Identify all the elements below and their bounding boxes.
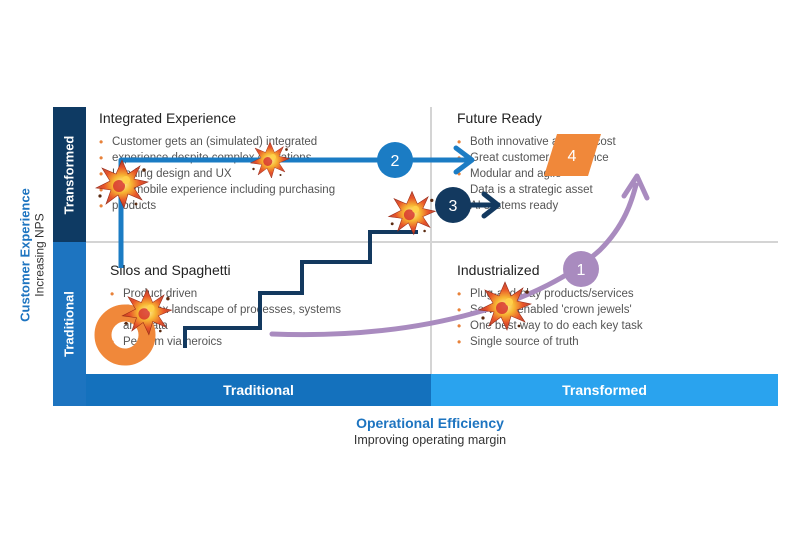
- x-axis-caption: Operational Efficiency Improving operati…: [300, 415, 560, 447]
- bullet: One best way to do each key task: [457, 318, 643, 334]
- row-label-traditional: Traditional: [61, 291, 77, 357]
- row-bar-traditional: [53, 242, 86, 406]
- y-axis-caption: Customer Experience Increasing NPS: [18, 188, 47, 322]
- bullet: Leading design and UX: [99, 166, 335, 182]
- quadrant-bullets: Product driven Complex landscape of proc…: [110, 286, 341, 350]
- quadrant-bullets: Both innovative and low cost Great custo…: [457, 134, 616, 214]
- quadrant-integrated-experience: Integrated Experience Customer gets an (…: [99, 110, 335, 214]
- row-label-transformed: Transformed: [61, 135, 77, 215]
- bullet: Modular and agile: [457, 166, 616, 182]
- y-axis-subtitle: Increasing NPS: [32, 213, 47, 297]
- bullet: products: [99, 198, 335, 214]
- bullet: experience despite complex operations: [99, 150, 335, 166]
- quadrant-title: Industrialized: [457, 262, 540, 278]
- bullet: Both innovative and low cost: [457, 134, 616, 150]
- row-bar-transformed: [53, 107, 86, 242]
- marker-2-label: 2: [391, 153, 400, 170]
- bullet: and data: [110, 318, 341, 334]
- bullet: Complex landscape of processes, systems: [110, 302, 341, 318]
- x-axis-title: Operational Efficiency: [356, 415, 504, 431]
- column-bar-transformed: Transformed: [431, 374, 778, 406]
- bullet: Services enabled 'crown jewels': [457, 302, 643, 318]
- quadrant-silos-and-spaghetti: Silos and Spaghetti Product driven Compl…: [110, 262, 341, 350]
- bullet: Data is a strategic asset: [457, 182, 616, 198]
- x-axis-subtitle: Improving operating margin: [353, 433, 507, 447]
- bullet: Product driven: [110, 286, 341, 302]
- column-label-transformed: Transformed: [562, 382, 647, 398]
- marker-2: 2: [377, 142, 413, 178]
- bullet: Customer gets an (simulated) integrated: [99, 134, 335, 150]
- bullet: AI systems ready: [457, 198, 616, 214]
- quadrant-bullets: Plug-and-play products/services Services…: [457, 286, 643, 350]
- grid-line-horizontal: [86, 241, 778, 243]
- quadrant-title: Integrated Experience: [99, 110, 236, 126]
- quadrant-industrialized: Industrialized Plug-and-play products/se…: [457, 262, 643, 350]
- quadrant-future-ready: Future Ready Both innovative and low cos…: [457, 110, 616, 214]
- column-label-traditional: Traditional: [223, 382, 294, 398]
- bullet: Plug-and-play products/services: [457, 286, 643, 302]
- bullet: Great customer experience: [457, 150, 616, 166]
- quadrant-title: Silos and Spaghetti: [110, 262, 231, 278]
- explosion-icon: [388, 190, 436, 236]
- bullet: Perform via heroics: [110, 334, 341, 350]
- bullet: Single source of truth: [457, 334, 643, 350]
- bullet: Full mobile experience including purchas…: [99, 182, 335, 198]
- column-bar-traditional: Traditional: [86, 374, 431, 406]
- y-axis-title: Customer Experience: [17, 188, 33, 322]
- quadrant-title: Future Ready: [457, 110, 542, 126]
- quadrant-bullets: Customer gets an (simulated) integrated …: [99, 134, 335, 214]
